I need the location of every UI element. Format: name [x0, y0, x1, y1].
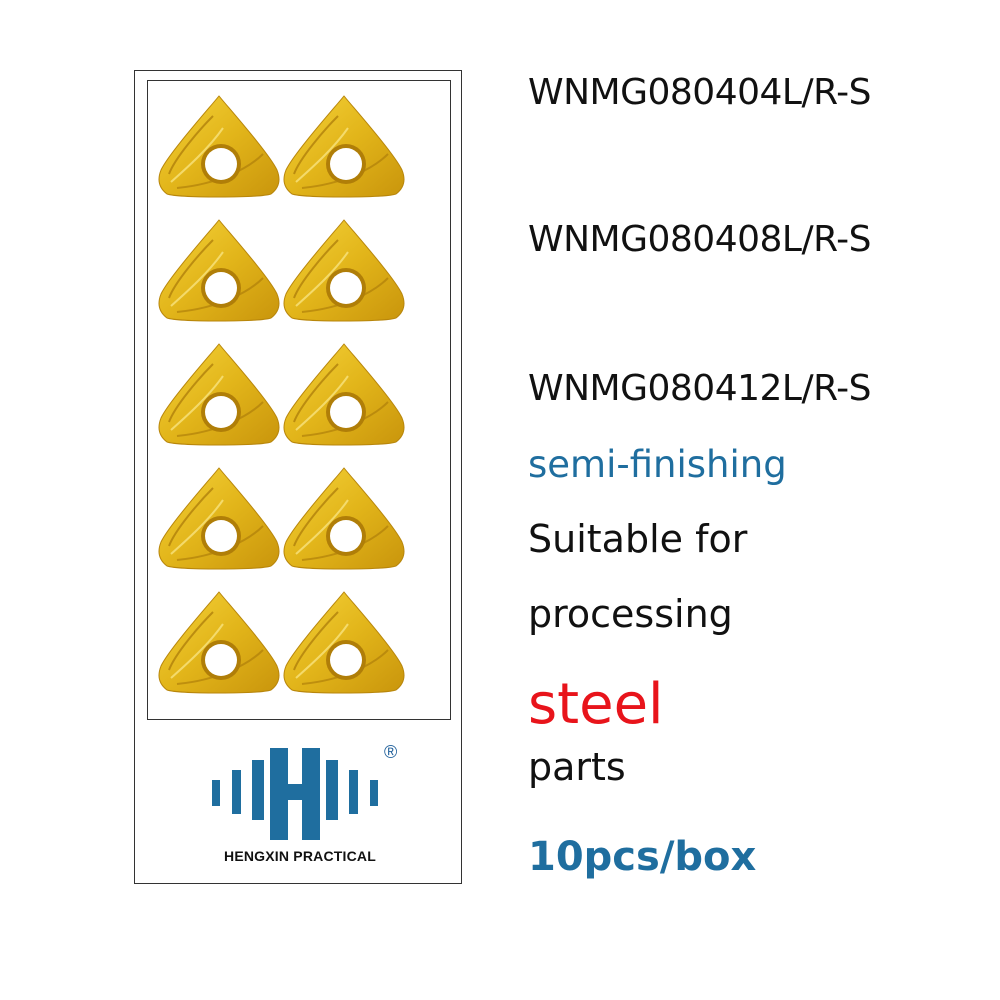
- insert-2: [283, 95, 405, 198]
- suitable-line-1: Suitable for: [528, 517, 748, 561]
- brand-name: HENGXIN PRACTICAL: [224, 848, 376, 864]
- insert-7: [158, 467, 280, 570]
- insert-10: [283, 591, 405, 694]
- quantity-label: 10pcs/box: [528, 834, 757, 880]
- registered-mark: ®: [384, 742, 398, 762]
- insert-6: [283, 343, 405, 446]
- box-divider: [147, 719, 451, 720]
- insert-1: [158, 95, 280, 198]
- insert-8: [283, 467, 405, 570]
- insert-4: [283, 219, 405, 322]
- application-label: semi-finishing: [528, 443, 787, 486]
- model-code-1: WNMG080404L/R-S: [528, 72, 872, 113]
- product-box-outline: [134, 70, 462, 884]
- material-label: steel: [528, 672, 664, 737]
- insert-9: [158, 591, 280, 694]
- model-code-2: WNMG080408L/R-S: [528, 219, 872, 260]
- insert-3: [158, 219, 280, 322]
- hengxin-logo: [212, 748, 378, 840]
- insert-tray: [158, 95, 405, 694]
- model-code-3: WNMG080412L/R-S: [528, 368, 872, 409]
- suitable-line-2: processing: [528, 592, 733, 636]
- parts-label: parts: [528, 745, 626, 789]
- insert-5: [158, 343, 280, 446]
